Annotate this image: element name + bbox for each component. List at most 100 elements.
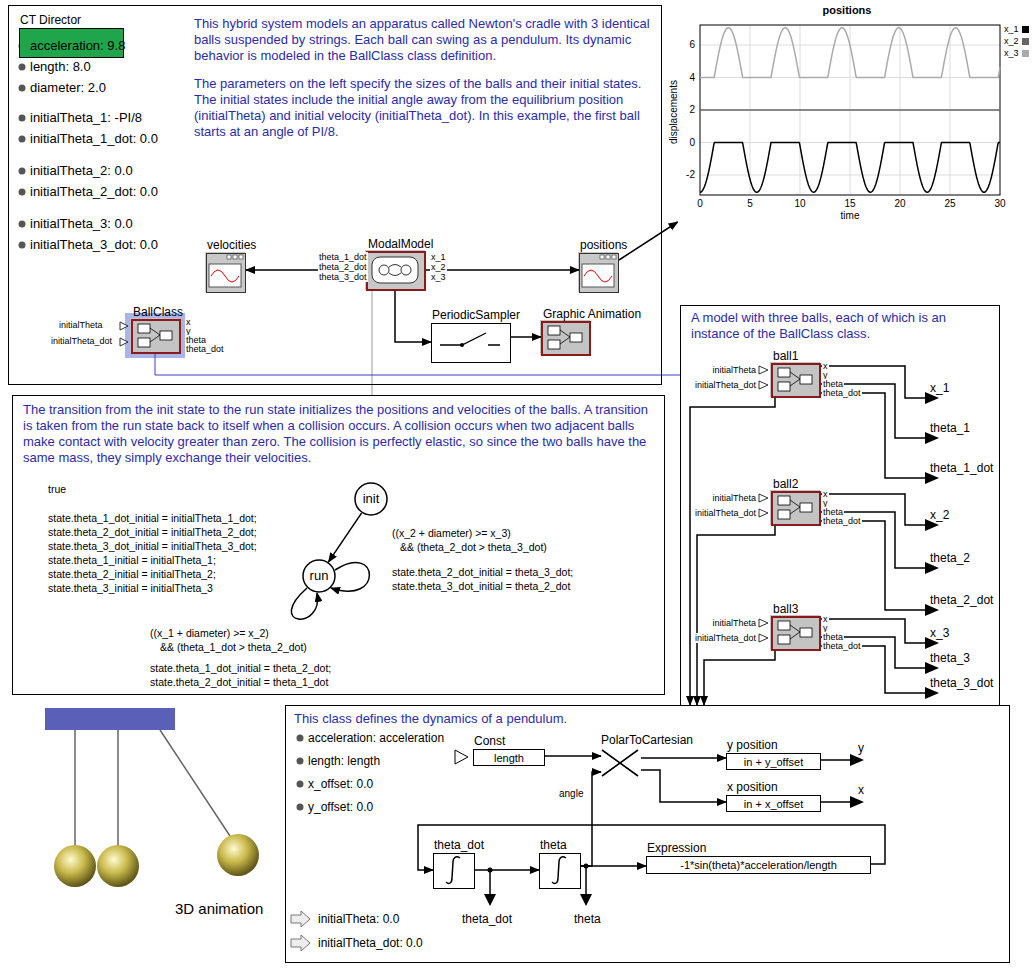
label-text: time bbox=[841, 210, 860, 221]
actor-box: y positionin + y_offset bbox=[726, 753, 821, 770]
actor-box: ball2 bbox=[771, 491, 821, 526]
wire bbox=[820, 619, 925, 643]
label-text: initialTheta_3: 0.0 bbox=[30, 216, 133, 231]
actor-box: velocities bbox=[206, 253, 246, 293]
panel-note: This class defines the dynamics of a pen… bbox=[294, 711, 894, 727]
label-text: theta bbox=[574, 912, 601, 926]
block-body: in + x_offset bbox=[727, 796, 820, 811]
label-text: initialTheta_dot bbox=[694, 633, 757, 643]
connector bbox=[697, 526, 775, 705]
state-body: init bbox=[354, 482, 388, 516]
panel-note: A model with three balls, each of which … bbox=[691, 310, 991, 342]
label-text: 10 bbox=[794, 198, 805, 209]
label-text: x_2 bbox=[930, 508, 949, 522]
label-text: initialTheta_1_dot: 0.0 bbox=[30, 131, 158, 146]
label-text: initialTheta: 0.0 bbox=[318, 912, 399, 926]
actor-box: ball1 bbox=[771, 363, 821, 398]
block-name: x position bbox=[727, 780, 778, 794]
wire bbox=[820, 521, 925, 610]
label-text: y bbox=[858, 741, 864, 755]
label-text: ((x_2 + diameter) >= x_3) bbox=[392, 527, 511, 539]
curve bbox=[700, 109, 1000, 111]
wire bbox=[820, 393, 925, 478]
label-text: initialTheta_1: -PI/8 bbox=[30, 110, 142, 125]
label-text: state.theta_2_dot_initial = theta_3_dot; bbox=[392, 566, 573, 578]
label-text: theta_2 bbox=[930, 551, 970, 565]
block-name: y position bbox=[727, 738, 778, 752]
label-text: 2 bbox=[689, 104, 695, 115]
label-text: -2 bbox=[686, 169, 695, 180]
label-text: 5 bbox=[747, 198, 753, 209]
block-name: ball1 bbox=[773, 349, 798, 363]
label-text: x bbox=[858, 783, 864, 797]
block-name: ball2 bbox=[773, 477, 798, 491]
panel-note: The transition from the init state to th… bbox=[23, 402, 653, 466]
state-name: init bbox=[363, 493, 380, 505]
label-text: initialTheta bbox=[711, 493, 757, 503]
actor-box: BallClass bbox=[131, 319, 181, 354]
cradle-3d-animation bbox=[45, 708, 259, 887]
label-text: theta_dot bbox=[822, 388, 862, 398]
label-text: length: length bbox=[308, 754, 380, 768]
label-text: 4 bbox=[689, 72, 695, 83]
connector bbox=[704, 651, 775, 705]
connector bbox=[329, 513, 362, 562]
legend-text: x_2 bbox=[1004, 36, 1019, 46]
label-text: acceleration: 9.8 bbox=[30, 38, 125, 53]
block-name: BallClass bbox=[133, 305, 183, 319]
label-text: 20 bbox=[894, 198, 905, 209]
input-port bbox=[759, 619, 768, 642]
actor-box: x positionin + x_offset bbox=[726, 795, 821, 812]
label-text: theta_1 bbox=[930, 421, 970, 435]
input-port bbox=[759, 366, 768, 389]
label-text: x_offset: 0.0 bbox=[308, 777, 373, 791]
pendulum-symbols bbox=[291, 750, 864, 951]
label-text: 0 bbox=[697, 198, 703, 209]
panel-note: This hybrid system models an apparatus c… bbox=[194, 16, 654, 64]
label-text: state.theta_2_dot_initial = initialTheta… bbox=[48, 526, 257, 538]
panel-text: A model with three balls, each of which … bbox=[691, 310, 991, 342]
chart-frame bbox=[700, 25, 1000, 195]
ball-ports bbox=[759, 366, 939, 699]
block-name: CT Director bbox=[20, 13, 81, 27]
label-text: theta_2_dot bbox=[930, 593, 993, 607]
block-name: Const bbox=[474, 734, 505, 748]
legend-swatch bbox=[1022, 50, 1029, 57]
label-text: initialTheta bbox=[711, 618, 757, 628]
connector bbox=[619, 222, 678, 260]
state-circle-outline bbox=[303, 560, 335, 592]
label-text: state.theta_1_dot_initial = initialTheta… bbox=[48, 512, 257, 524]
panel-text: This class defines the dynamics of a pen… bbox=[294, 711, 894, 727]
label-text: initialTheta_dot: 0.0 bbox=[318, 936, 423, 950]
label-text: && (theta_1_dot > theta_2_dot) bbox=[160, 641, 307, 653]
actor-box: positions bbox=[579, 253, 619, 293]
label-text: 3D animation bbox=[175, 900, 263, 917]
edge-label: angle bbox=[558, 788, 584, 799]
block-expression: in + y_offset bbox=[744, 756, 803, 768]
label-text: 30 bbox=[994, 198, 1005, 209]
legend-swatch bbox=[1022, 26, 1029, 33]
chart-title: positions bbox=[662, 4, 1032, 16]
block-name: Expression bbox=[647, 841, 706, 855]
label-text: theta_2_dot bbox=[318, 262, 368, 272]
label-text: initialTheta_dot bbox=[50, 336, 113, 346]
label-text: initialTheta_2_dot: 0.0 bbox=[30, 184, 158, 199]
label-text: state.theta_1_dot_initial = theta_2_dot; bbox=[150, 662, 331, 674]
label-text: theta_3_dot bbox=[318, 272, 368, 282]
block-name: positions bbox=[580, 238, 627, 252]
panel-text: The transition from the init state to th… bbox=[23, 402, 653, 466]
label-text: 25 bbox=[944, 198, 955, 209]
connector bbox=[641, 770, 726, 802]
state-name: run bbox=[310, 570, 329, 582]
curve bbox=[700, 28, 1000, 78]
label-text: true bbox=[48, 483, 66, 495]
label-text: x_3 bbox=[430, 272, 447, 282]
block-name: velocities bbox=[207, 238, 256, 252]
label-text: theta_dot bbox=[185, 344, 225, 354]
label-text: acceleration: acceleration bbox=[308, 731, 444, 745]
state-circle: init bbox=[354, 482, 388, 516]
label-text: x_3 bbox=[930, 626, 949, 640]
connector bbox=[641, 757, 726, 759]
block-name: ball3 bbox=[773, 602, 798, 616]
connector bbox=[511, 336, 541, 338]
